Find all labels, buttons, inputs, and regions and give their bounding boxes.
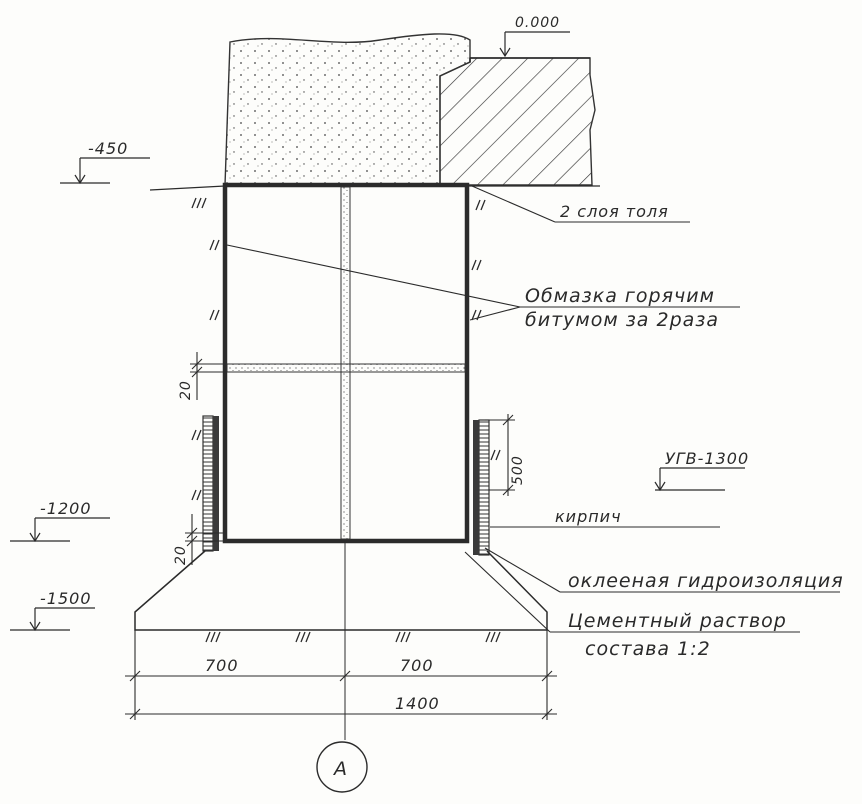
brick-wall-right	[478, 419, 490, 556]
label-two-layers: 2 слоя толя	[560, 202, 669, 221]
axis-marker	[316, 741, 368, 793]
label-mortar-1: Цементный раствор	[568, 610, 787, 632]
label-dim-700-left: 700	[205, 656, 239, 675]
soil-ticks	[191, 197, 501, 643]
label-ugv: УГВ-1300	[665, 449, 749, 468]
floor-slab-hatched	[439, 57, 596, 186]
label-coating-1: Обмазка горячим	[525, 285, 715, 307]
label-brick: кирпич	[555, 507, 622, 526]
label-dim-20-bottom: 20	[173, 545, 189, 565]
vertical-mortar-joint	[340, 186, 351, 540]
foundation-blocks	[222, 182, 470, 544]
label-elev-1200: -1200	[40, 499, 92, 518]
soil-fill	[224, 33, 471, 186]
cement-mortar-footing	[134, 550, 548, 631]
label-waterproofing: оклееная гидроизоляция	[568, 570, 844, 592]
leader-lines	[226, 185, 840, 633]
label-axis: А	[332, 758, 348, 780]
label-coating-2: битумом за 2раза	[525, 309, 719, 331]
label-dim-700-right: 700	[400, 656, 434, 675]
label-elev-0: 0.000	[515, 15, 560, 31]
ground-line	[149, 185, 226, 191]
dimension-lines	[125, 630, 557, 720]
brick-wall-left	[202, 415, 214, 552]
label-elev-450: -450	[88, 139, 128, 158]
label-dim-20-top: 20	[178, 380, 194, 400]
label-mortar-2: состава 1:2	[585, 638, 711, 660]
label-dim-500: 500	[510, 455, 526, 485]
label-dim-1400: 1400	[395, 694, 440, 713]
label-elev-1500: -1500	[40, 589, 92, 608]
elevation-marks	[10, 31, 745, 632]
horizontal-mortar-joint	[226, 363, 466, 373]
